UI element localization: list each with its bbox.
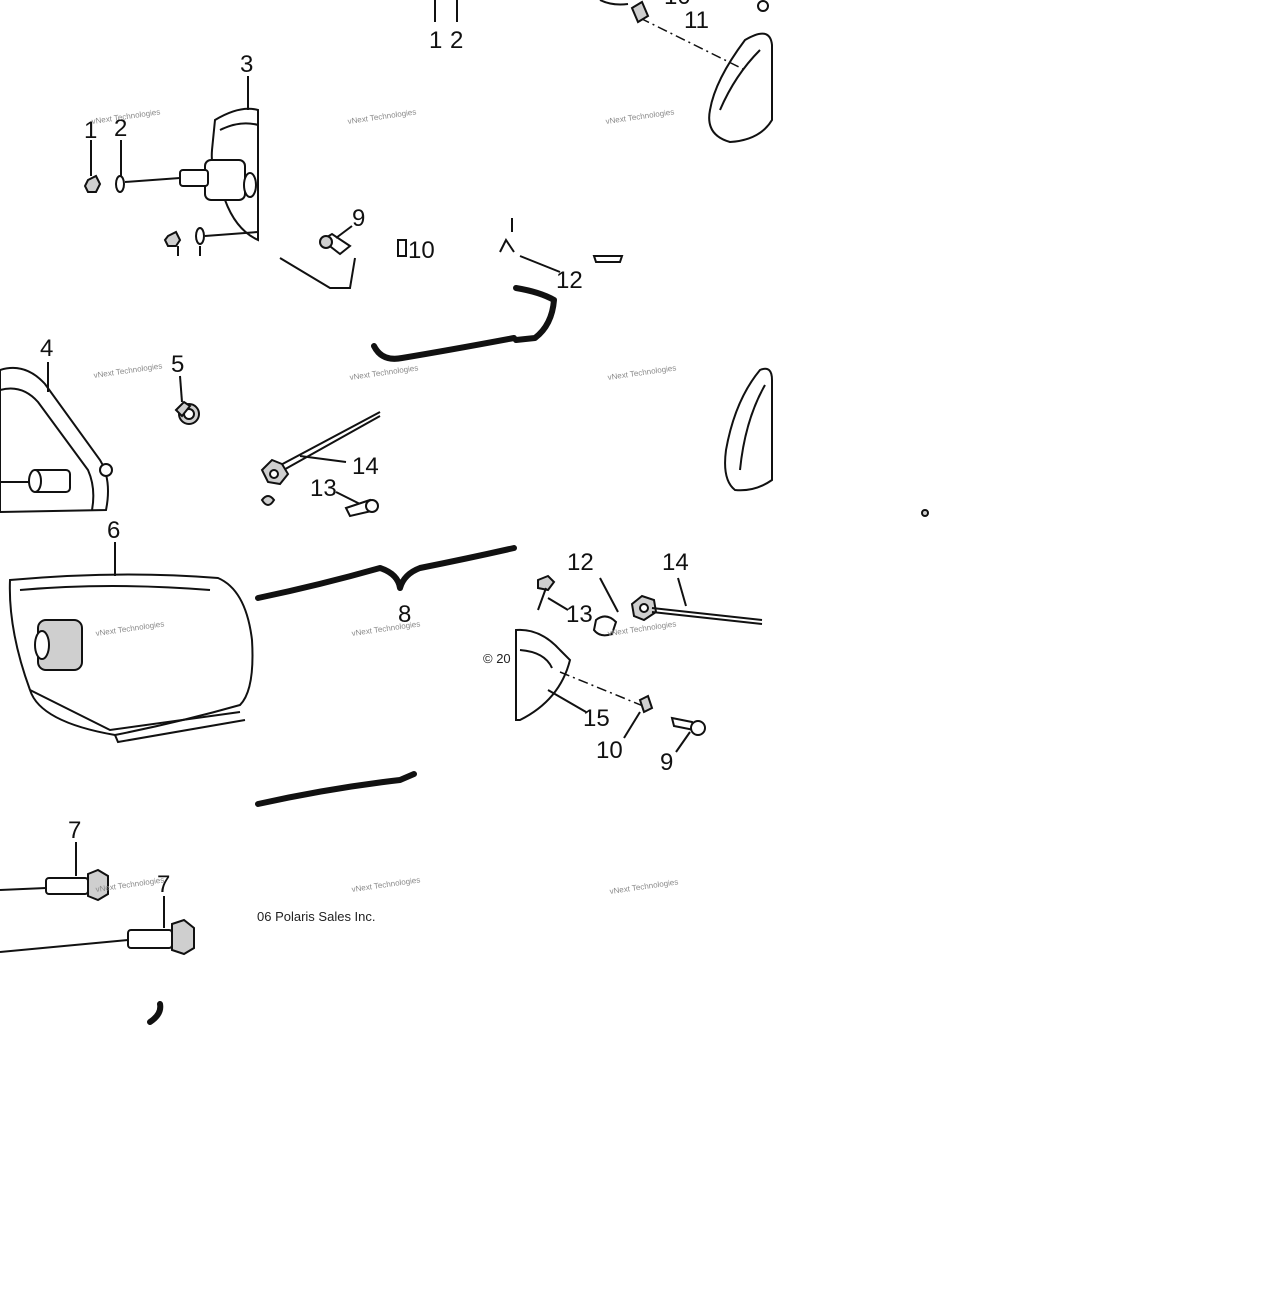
callout-5: 5 — [171, 351, 184, 378]
callout-14-top: 14 — [352, 453, 379, 480]
callout-4: 4 — [40, 335, 53, 362]
copyright-notice: © 20 06 Polaris Sales Inc. — [257, 651, 511, 924]
callout-2: 2 — [114, 115, 127, 142]
connector-12 — [499, 218, 624, 343]
callout-13: 13 — [566, 601, 593, 628]
cable-assembly-bottom — [515, 574, 763, 753]
watermark: vNext Technologies — [349, 363, 419, 382]
callout-8: 8 — [398, 601, 411, 628]
cable-assembly-top — [260, 335, 517, 518]
bolts-7 — [0, 842, 195, 1025]
bracket-9-10 — [279, 225, 407, 289]
callout-14: 14 — [662, 549, 689, 576]
callout-3: 3 — [240, 51, 253, 78]
watermark: vNext Technologies — [605, 107, 675, 126]
mirror-4 — [0, 362, 200, 514]
callout-1-top: 1 — [429, 27, 442, 54]
callout-7b: 7 — [157, 871, 170, 898]
callout-10: 10 — [596, 737, 623, 764]
bracket-assembly — [83, 76, 259, 256]
watermark: vNext Technologies — [607, 363, 677, 382]
copyright-left: © 20 — [483, 651, 511, 666]
top-leader-lines — [434, 0, 458, 22]
mirror-housing-top-right — [599, 0, 773, 144]
wire-8 — [255, 545, 517, 807]
callout-12-top: 12 — [556, 267, 583, 294]
callout-9: 9 — [660, 749, 673, 776]
callout-2-top: 2 — [450, 27, 463, 54]
headlight-housing-6 — [8, 542, 254, 744]
callout-11: 11 — [684, 7, 709, 34]
callout-10-top: 10 — [664, 0, 691, 10]
callout-1: 1 — [84, 117, 97, 144]
watermark: vNext Technologies — [609, 877, 679, 896]
watermarks: vNext Technologies vNext Technologies vN… — [91, 107, 679, 896]
callout-9-top: 9 — [352, 205, 365, 232]
lens-right — [724, 367, 929, 517]
callout-10-mid: 10 — [408, 237, 435, 264]
callout-labels: 1 2 11 10 3 1 2 9 10 12 4 5 14 13 6 8 12… — [40, 0, 709, 898]
watermark: vNext Technologies — [351, 619, 421, 638]
callout-12: 12 — [567, 549, 594, 576]
watermark: vNext Technologies — [351, 875, 421, 894]
callout-15: 15 — [583, 705, 610, 732]
watermark: vNext Technologies — [607, 619, 677, 638]
callout-7a: 7 — [68, 817, 81, 844]
watermark: vNext Technologies — [93, 361, 163, 380]
copyright-right: 06 Polaris Sales Inc. — [257, 909, 376, 924]
callout-6: 6 — [107, 517, 120, 544]
watermark: vNext Technologies — [347, 107, 417, 126]
callout-13-top: 13 — [310, 475, 337, 502]
